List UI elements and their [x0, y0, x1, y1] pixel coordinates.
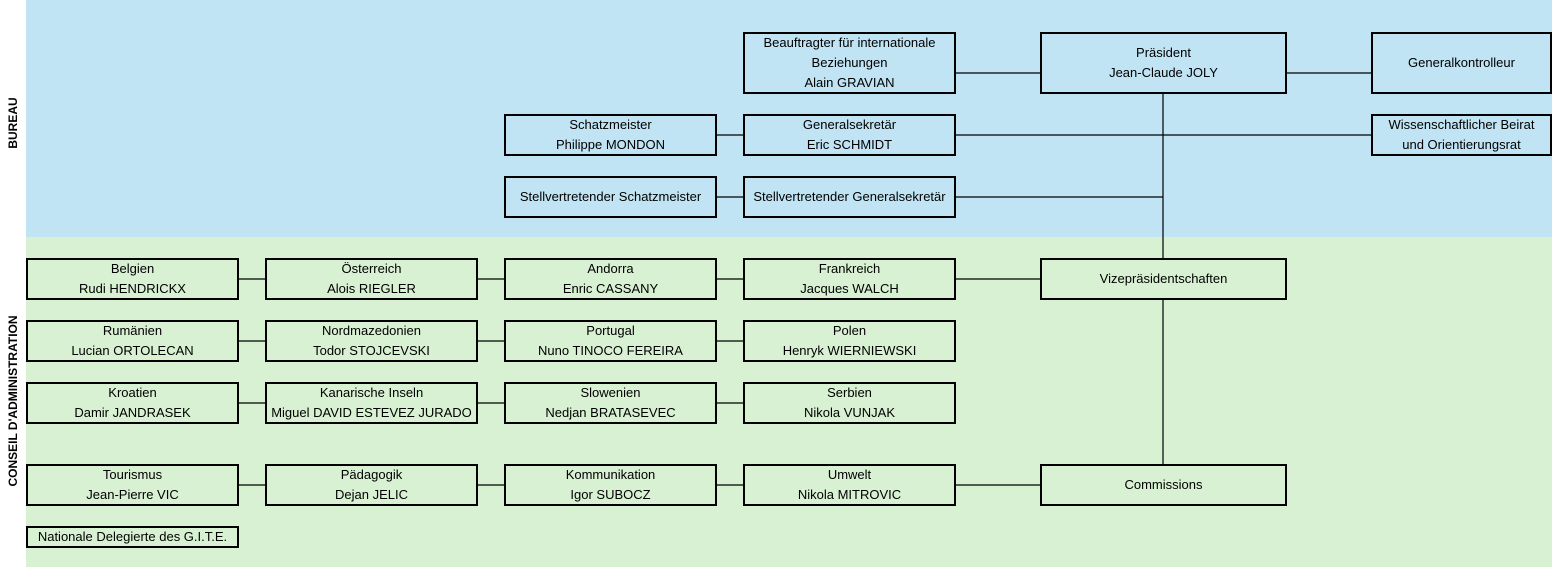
country-label: Frankreich	[818, 261, 881, 276]
beirat-title-line1: Wissenschaftlicher Beirat	[1388, 117, 1535, 132]
country-box-oesterreich: Österreich Alois RIEGLER	[265, 258, 478, 300]
delegate-name: Todor STOJCEVSKI	[313, 343, 430, 358]
country-label: Belgien	[110, 261, 155, 276]
country-box-kroatien: Kroatien Damir JANDRASEK	[26, 382, 239, 424]
country-box-frankreich: Frankreich Jacques WALCH	[743, 258, 956, 300]
country-label: Portugal	[586, 323, 635, 338]
conseil-section-background	[26, 237, 1552, 567]
commissions-title: Commissions	[1124, 477, 1203, 492]
delegate-name: Henryk WIERNIEWSKI	[782, 343, 917, 358]
beauftragter-box: Beauftragter für internationale Beziehun…	[743, 32, 956, 94]
country-label: Polen	[832, 323, 867, 338]
country-box-andorra: Andorra Enric CASSANY	[504, 258, 717, 300]
nationale-delegierte-box: Nationale Delegierte des G.I.T.E.	[26, 526, 239, 548]
commission-topic: Kommunikation	[565, 467, 656, 482]
commission-member-name: Dejan JELIC	[335, 487, 408, 502]
praesident-box: Präsident Jean-Claude JOLY	[1040, 32, 1287, 94]
commission-box-umwelt: Umwelt Nikola MITROVIC	[743, 464, 956, 506]
praesident-title: Präsident	[1136, 45, 1191, 60]
beauftragter-name: Alain GRAVIAN	[804, 75, 895, 90]
commission-member-name: Nikola MITROVIC	[797, 487, 902, 502]
commission-topic: Tourismus	[102, 467, 163, 482]
delegate-name: Nuno TINOCO FEREIRA	[538, 343, 683, 358]
vizepraesidentschaften-title: Vizepräsidentschaften	[1099, 271, 1228, 286]
stv-generalsekretaer-title: Stellvertretender Generalsekretär	[753, 189, 946, 204]
commission-box-kommunikation: Kommunikation Igor SUBOCZ	[504, 464, 717, 506]
schatzmeister-title: Schatzmeister	[569, 117, 652, 132]
stv-schatzmeister-box: Stellvertretender Schatzmeister	[504, 176, 717, 218]
country-box-nordmazedonien: Nordmazedonien Todor STOJCEVSKI	[265, 320, 478, 362]
country-label: Nordmazedonien	[321, 323, 421, 338]
country-box-rumaenien: Rumänien Lucian ORTOLECAN	[26, 320, 239, 362]
country-box-polen: Polen Henryk WIERNIEWSKI	[743, 320, 956, 362]
commissions-box: Commissions	[1040, 464, 1287, 506]
delegate-name: Damir JANDRASEK	[74, 405, 191, 420]
stv-generalsekretaer-box: Stellvertretender Generalsekretär	[743, 176, 956, 218]
generalsekretaer-title: Generalsekretär	[802, 117, 897, 132]
schatzmeister-name: Philippe MONDON	[555, 137, 666, 152]
generalsekretaer-box: Generalsekretär Eric SCHMIDT	[743, 114, 956, 156]
beauftragter-title-line1: Beauftragter für internationale	[763, 35, 936, 50]
delegate-name: Miguel DAVID ESTEVEZ JURADO	[271, 405, 472, 420]
country-box-kanarische-inseln: Kanarische Inseln Miguel DAVID ESTEVEZ J…	[265, 382, 478, 424]
bureau-section-background	[26, 0, 1552, 237]
country-label: Österreich	[341, 261, 402, 276]
delegate-name: Jacques WALCH	[800, 281, 899, 296]
commission-topic: Pädagogik	[340, 467, 403, 482]
country-label: Andorra	[587, 261, 634, 276]
country-label: Rumänien	[102, 323, 163, 338]
commission-box-tourismus: Tourismus Jean-Pierre VIC	[26, 464, 239, 506]
generalkontrolleur-box: Generalkontrolleur	[1371, 32, 1552, 94]
country-label: Kroatien	[108, 385, 157, 400]
country-label: Serbien	[827, 385, 872, 400]
delegate-name: Nikola VUNJAK	[803, 405, 896, 420]
commission-member-name: Jean-Pierre VIC	[86, 487, 179, 502]
beirat-box: Wissenschaftlicher Beirat und Orientieru…	[1371, 114, 1552, 156]
commission-box-paedagogik: Pädagogik Dejan JELIC	[265, 464, 478, 506]
country-box-belgien: Belgien Rudi HENDRICKX	[26, 258, 239, 300]
country-box-portugal: Portugal Nuno TINOCO FEREIRA	[504, 320, 717, 362]
praesident-name: Jean-Claude JOLY	[1109, 65, 1218, 80]
country-label: Kanarische Inseln	[319, 385, 424, 400]
generalsekretaer-name: Eric SCHMIDT	[806, 137, 893, 152]
delegate-name: Enric CASSANY	[562, 281, 659, 296]
delegate-name: Rudi HENDRICKX	[79, 281, 186, 296]
schatzmeister-box: Schatzmeister Philippe MONDON	[504, 114, 717, 156]
commission-member-name: Igor SUBOCZ	[570, 487, 651, 502]
delegate-name: Lucian ORTOLECAN	[71, 343, 194, 358]
nationale-delegierte-title: Nationale Delegierte des G.I.T.E.	[37, 529, 228, 544]
country-label: Slowenien	[580, 385, 641, 400]
stv-schatzmeister-title: Stellvertretender Schatzmeister	[519, 189, 702, 204]
delegate-name: Nedjan BRATASEVEC	[545, 405, 676, 420]
delegate-name: Alois RIEGLER	[327, 281, 416, 296]
commission-topic: Umwelt	[827, 467, 872, 482]
beirat-title-line2: und Orientierungsrat	[1402, 137, 1521, 152]
beauftragter-title-line2: Beziehungen	[811, 55, 888, 70]
vizepraesidentschaften-box: Vizepräsidentschaften	[1040, 258, 1287, 300]
country-box-slowenien: Slowenien Nedjan BRATASEVEC	[504, 382, 717, 424]
country-box-serbien: Serbien Nikola VUNJAK	[743, 382, 956, 424]
generalkontrolleur-title: Generalkontrolleur	[1408, 55, 1515, 70]
